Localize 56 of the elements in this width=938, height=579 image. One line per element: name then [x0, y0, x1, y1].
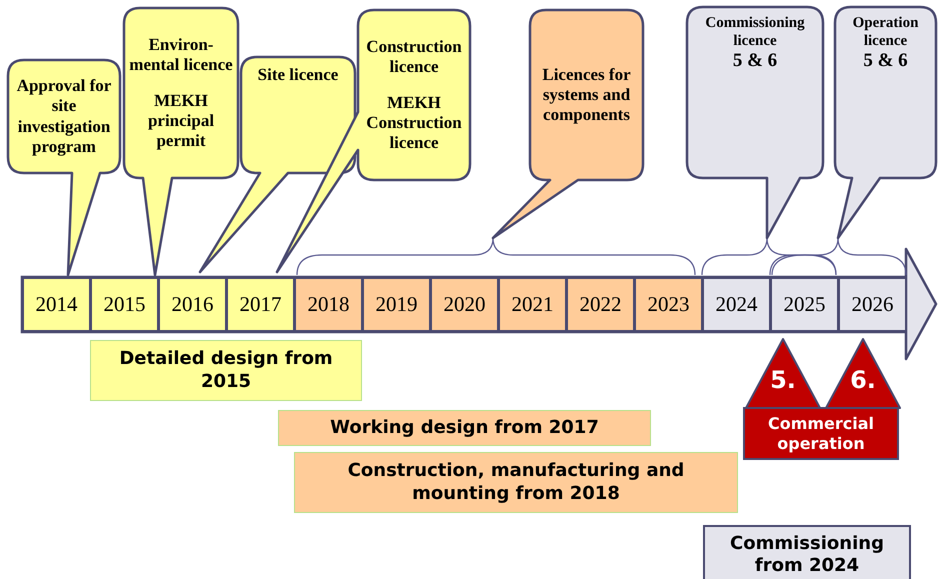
- callout-text: MEKH principal permit: [146, 90, 216, 152]
- phase-label: Commercial operation: [766, 414, 876, 454]
- phase-bar: [294, 452, 738, 513]
- year-label: 2023: [648, 292, 690, 317]
- phase-label: Working design from 2017: [330, 416, 599, 440]
- phase-bar: [703, 525, 911, 579]
- year-cell: [498, 277, 566, 332]
- speech-bubble: [493, 10, 643, 238]
- year-cell: [294, 277, 362, 332]
- phase-bar: [90, 340, 362, 401]
- year-cell: [226, 277, 294, 332]
- year-label: 2024: [716, 292, 758, 317]
- year-cell: [838, 277, 906, 332]
- callout-text: Site licence: [258, 65, 338, 86]
- marker-number: 5.: [769, 368, 797, 392]
- phase-bar: [278, 410, 651, 446]
- phase-label: Construction, manufacturing and mounting from 2018: [346, 460, 686, 505]
- year-cell: [634, 277, 702, 332]
- year-label: 2014: [36, 292, 78, 317]
- year-cell: [702, 277, 770, 332]
- callout-text: Operation licence: [852, 15, 920, 50]
- marker-number: 6.: [849, 368, 877, 392]
- year-label: 2021: [512, 292, 554, 317]
- speech-bubble: [8, 60, 120, 275]
- phase-label: Detailed design from 2015: [119, 348, 333, 393]
- triangle-marker: [745, 338, 821, 408]
- year-label: 2019: [376, 292, 418, 317]
- year-label: 2018: [308, 292, 350, 317]
- callout-text: Licences for systems and components: [541, 64, 632, 126]
- callout-text: 5 & 6: [863, 50, 908, 73]
- year-label: 2025: [784, 292, 826, 317]
- year-label: 2017: [240, 292, 282, 317]
- speech-bubble: [124, 8, 238, 275]
- year-cell: [362, 277, 430, 332]
- year-label: 2022: [580, 292, 622, 317]
- year-cell: [22, 277, 90, 332]
- year-cell: [770, 277, 838, 332]
- year-label: 2016: [172, 292, 214, 317]
- year-label: 2026: [852, 292, 894, 317]
- triangle-marker: [825, 338, 901, 408]
- callout-text: 5 & 6: [732, 50, 778, 73]
- year-label: 2015: [104, 292, 146, 317]
- year-label: 2020: [444, 292, 486, 317]
- callout-text: Approval for site investigation program: [16, 76, 112, 157]
- year-cell: [566, 277, 634, 332]
- speech-bubble: [687, 7, 823, 238]
- callout-text: Commissioning licence: [704, 15, 806, 50]
- year-cell: [90, 277, 158, 332]
- callout-text: Construction licence: [365, 36, 463, 77]
- callout-text: MEKH Construction licence: [365, 92, 463, 154]
- year-cell: [158, 277, 226, 332]
- milestone-box: [743, 407, 899, 460]
- year-cell: [430, 277, 498, 332]
- phase-label: Commissioning from 2024: [730, 532, 884, 578]
- speech-bubble: [835, 7, 936, 238]
- callout-text: Environ-mental licence: [128, 34, 234, 75]
